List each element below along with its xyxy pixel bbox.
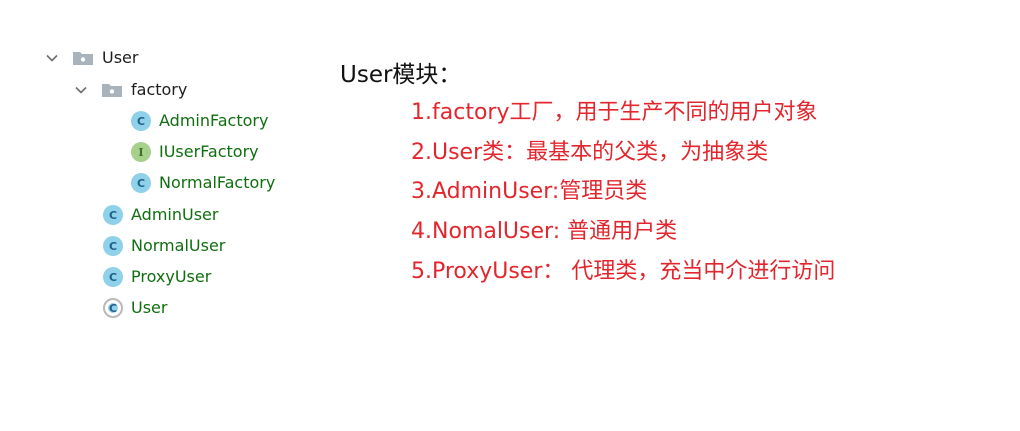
description-item: 2.User类：最基本的父类，为抽象类 (411, 140, 769, 165)
tree-item-proxyuser[interactable]: C ProxyUser (103, 265, 211, 289)
tree-item-iuserfactory[interactable]: I IUserFactory (131, 140, 259, 164)
description-item: 4.NomalUser: 普通用户类 (411, 219, 678, 244)
description-title: User模块： (340, 62, 462, 88)
tree-item-normalfactory[interactable]: C NormalFactory (131, 171, 275, 195)
tree-item-normaluser[interactable]: C NormalUser (103, 234, 225, 258)
class-icon-letter: C (136, 114, 146, 128)
tree-item-label: NormalUser (131, 236, 226, 255)
class-icon-letter: C (108, 208, 118, 222)
tree-item-label: IUserFactory (159, 142, 259, 161)
tree-item-label: User (131, 298, 168, 317)
tree-item-label: ProxyUser (131, 267, 212, 286)
package-folder-icon (72, 50, 94, 66)
description-item: 1.factory工厂，用于生产不同的用户对象 (411, 100, 818, 125)
tree-item-label: AdminFactory (159, 111, 269, 130)
class-icon: C (131, 173, 151, 193)
class-icon: C (103, 236, 123, 256)
abstract-class-icon: C (103, 298, 123, 318)
tree-item-factory-package[interactable]: factory (73, 78, 187, 102)
tree-item-label: factory (131, 80, 188, 99)
tree-item-adminuser[interactable]: C AdminUser (103, 203, 218, 227)
tree-item-user-package[interactable]: User (44, 46, 138, 70)
interface-icon: I (131, 142, 151, 162)
tree-item-label: NormalFactory (159, 173, 276, 192)
class-icon: C (103, 205, 123, 225)
class-icon: C (103, 267, 123, 287)
chevron-down-icon[interactable] (73, 82, 89, 98)
tree-item-adminfactory[interactable]: C AdminFactory (131, 109, 268, 133)
description-item: 3.AdminUser:管理员类 (411, 179, 648, 204)
class-icon-letter: C (136, 176, 146, 190)
package-folder-icon (101, 82, 123, 98)
tree-item-label: User (102, 48, 139, 67)
class-icon-letter: C (108, 239, 118, 253)
description-item: 5.ProxyUser： 代理类，充当中介进行访问 (411, 259, 836, 284)
class-icon: C (131, 111, 151, 131)
class-icon-letter: C (108, 301, 118, 315)
interface-icon-letter: I (138, 145, 144, 159)
tree-item-label: AdminUser (131, 205, 219, 224)
class-icon-letter: C (108, 270, 118, 284)
chevron-down-icon[interactable] (44, 50, 60, 66)
tree-item-user-class[interactable]: C User (103, 296, 167, 320)
